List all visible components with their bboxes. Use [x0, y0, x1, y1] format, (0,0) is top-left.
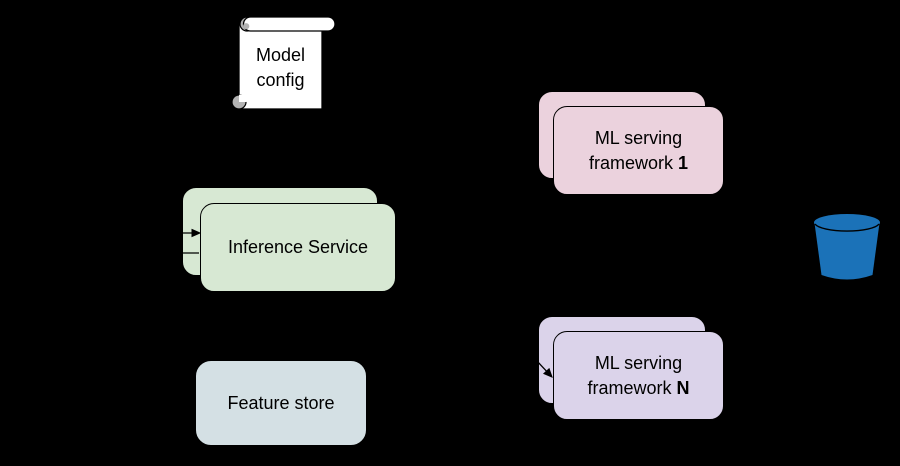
- ml-serving-framework-1-node: [553, 106, 724, 195]
- bucket-rim-line: [814, 223, 880, 232]
- feature-store-node: [195, 360, 367, 446]
- scroll-top-roll: [242, 16, 336, 32]
- model-config-label: Model config: [255, 45, 306, 90]
- inference-service-node: [200, 203, 396, 292]
- ml-serving-framework-1-label: ML serving framework 1: [588, 127, 689, 173]
- ml-serving-framework-n-label: ML serving framework N: [587, 352, 690, 398]
- feature-store-label: Feature store: [227, 392, 335, 413]
- scroll-top-curl: [239, 16, 255, 32]
- inference-service-label: Inference Service: [227, 237, 369, 257]
- ml-serving-framework-n-node: [553, 331, 724, 420]
- bucket-icon: [814, 214, 880, 280]
